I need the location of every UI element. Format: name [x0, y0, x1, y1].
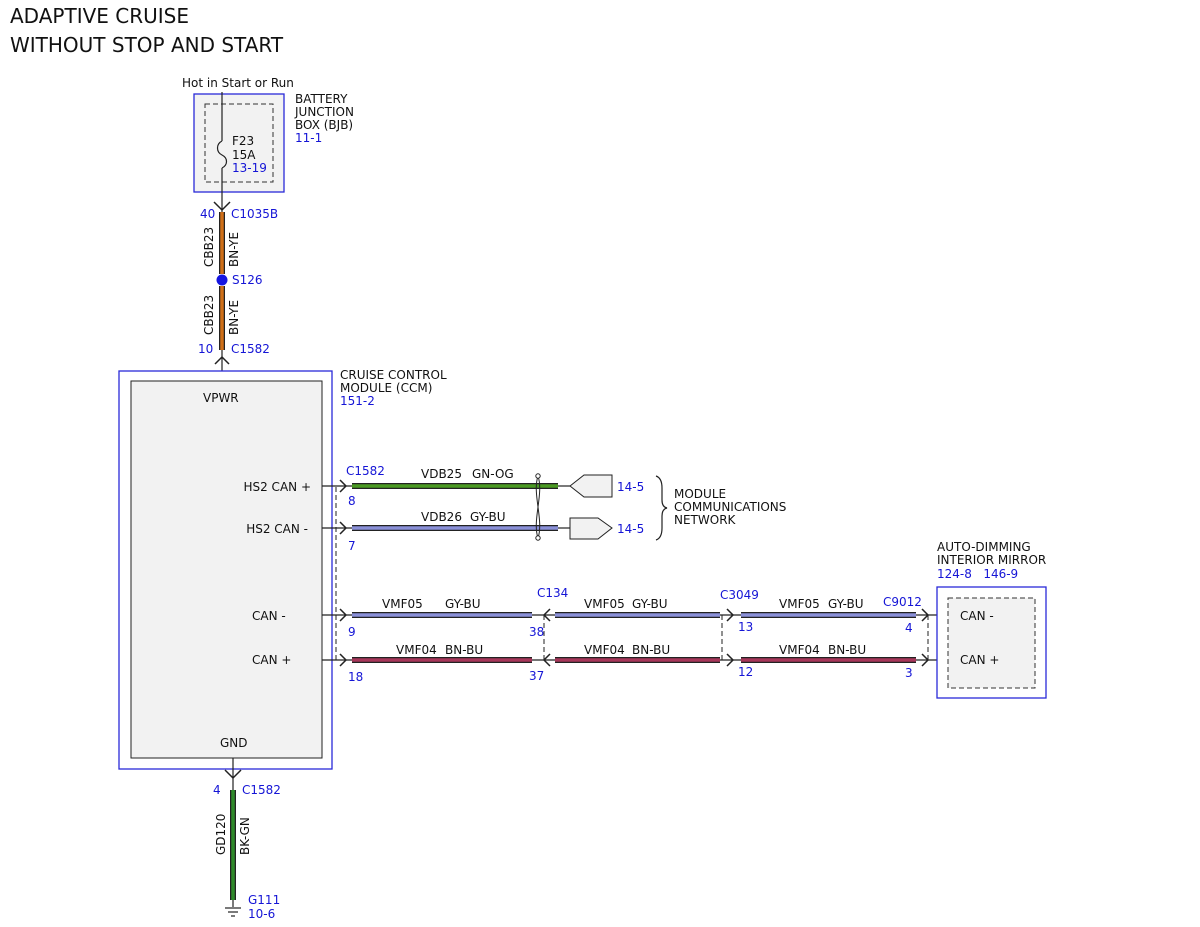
ccm-name: CRUISE CONTROL MODULE (CCM): [340, 368, 450, 395]
can-plus-c3049-connector-icon: [726, 653, 735, 667]
mirror-refs[interactable]: 124-8 146-9: [937, 567, 1018, 581]
hs2-minus-ref[interactable]: 14-5: [617, 522, 644, 536]
c1582-power-pin: 10: [198, 342, 213, 356]
wire-vmf04-seg1-color: BN-BU: [445, 643, 483, 657]
wire-vmf04-seg2-circuit: VMF04: [584, 643, 625, 657]
can-plus-pin-c134: 37: [529, 669, 544, 683]
hot-in-start-run-label: Hot in Start or Run: [182, 76, 294, 90]
mirror-pin-can-plus: CAN +: [960, 653, 999, 667]
wire-vdb25-circuit: VDB25: [421, 467, 462, 481]
c134-label[interactable]: C134: [537, 586, 568, 600]
wire-vmf05-seg3-circuit: VMF05: [779, 597, 820, 611]
wire-vmf04-seg3-color: BN-BU: [828, 643, 866, 657]
can-plus-ccm-connector-icon: [339, 653, 348, 667]
hs2-plus-ref[interactable]: 14-5: [617, 480, 644, 494]
wire-cbb23-upper-circuit: CBB23: [202, 227, 216, 267]
can-minus-pin-c9012: 4: [905, 621, 913, 635]
wire-vmf04-seg1-circuit: VMF04: [396, 643, 437, 657]
c1035b-pin: 40: [200, 207, 215, 221]
ccm-pin-gnd: GND: [220, 736, 248, 750]
twisted-pair-end-top: [535, 473, 541, 479]
c1035b-label[interactable]: C1035B: [231, 207, 278, 221]
wire-vmf04-seg2-color: BN-BU: [632, 643, 670, 657]
wire-vmf05-seg2-color: GY-BU: [632, 597, 668, 611]
bjb-name: BATTERY JUNCTION BOX (BJB): [294, 92, 358, 132]
c1582-power-connector-icon: [214, 355, 230, 365]
bjb-outline[interactable]: [193, 93, 285, 193]
wire-vdb26-circuit: VDB26: [421, 510, 462, 524]
can-plus-pin-ccm: 18: [348, 670, 363, 684]
c1582-gnd-pin: 4: [213, 783, 221, 797]
mirror-pin-can-minus: CAN -: [960, 609, 994, 623]
wire-cbb23-upper-color: BN-YE: [227, 232, 241, 267]
twisted-pair-end-bottom: [535, 535, 541, 541]
hs2-minus-connector-icon: [339, 521, 348, 535]
network-brace-icon: [655, 475, 668, 541]
wire-vdb26-color: GY-BU: [470, 510, 506, 524]
fuse-ref[interactable]: 13-19: [232, 161, 267, 175]
ccm-pin-can-minus: CAN -: [252, 609, 286, 623]
wire-vmf05-seg1-circuit: VMF05: [382, 597, 423, 611]
fuse-amps: 15A: [232, 148, 256, 162]
wire-vdb25-color: GN-OG: [472, 467, 514, 481]
ccm-pin-hs2-can-plus: HS2 CAN +: [243, 480, 311, 494]
hs2-plus-pin: 8: [348, 494, 356, 508]
wire-vmf05-seg1-color: GY-BU: [445, 597, 481, 611]
wire-gd120-circuit: GD120: [214, 814, 228, 855]
hs2-plus-connector-icon: [339, 479, 348, 493]
fuse-id: F23: [232, 134, 254, 148]
ccm-ref[interactable]: 151-2: [340, 394, 375, 408]
c1582-gnd-connector-icon: [224, 769, 242, 780]
hs2-minus-pin: 7: [348, 539, 356, 553]
splice-s126-label[interactable]: S126: [232, 273, 263, 287]
ccm-pin-can-plus: CAN +: [252, 653, 291, 667]
wire-gd120-color: BK-GN: [238, 817, 252, 855]
title-line-1: ADAPTIVE CRUISE: [10, 4, 189, 28]
diagram-title: ADAPTIVE CRUISE WITHOUT STOP AND START: [10, 2, 283, 60]
ccm-body: [130, 380, 323, 759]
twisted-pair-icon: [535, 475, 541, 539]
network-label: MODULE COMMUNICATIONS NETWORK: [674, 487, 790, 527]
c1582-gnd-label[interactable]: C1582: [242, 783, 281, 797]
c9012-label[interactable]: C9012: [883, 595, 922, 609]
can-plus-pin-c3049: 12: [738, 665, 753, 679]
fuse-symbol-icon: [216, 140, 228, 169]
mirror-inner-outline: [947, 597, 1036, 689]
c1582-power-label[interactable]: C1582: [231, 342, 270, 356]
wire-cbb23-lower-circuit: CBB23: [202, 295, 216, 335]
wire-vmf04-seg3-circuit: VMF04: [779, 643, 820, 657]
ccm-pin-vpwr: VPWR: [203, 391, 239, 405]
bjb-inner-outline: [204, 103, 274, 183]
can-plus-pin-c9012: 3: [905, 666, 913, 680]
ground-point-label[interactable]: G111: [248, 893, 280, 907]
ground-ref[interactable]: 10-6: [248, 907, 275, 921]
wire-vmf05-seg2-circuit: VMF05: [584, 597, 625, 611]
c1035b-connector-icon: [213, 201, 231, 212]
hs2-plus-offpage-arrow[interactable]: [569, 474, 613, 498]
c1582-hs2-label[interactable]: C1582: [346, 464, 385, 478]
wire-vmf05-seg3-color: GY-BU: [828, 597, 864, 611]
can-minus-pin-c134: 38: [529, 625, 544, 639]
splice-s126-dot[interactable]: [216, 274, 228, 286]
can-minus-pin-ccm: 9: [348, 625, 356, 639]
bjb-ref[interactable]: 11-1: [295, 131, 322, 145]
can-minus-c3049-connector-icon: [726, 608, 735, 622]
hs2-minus-offpage-arrow[interactable]: [569, 517, 613, 540]
wire-cbb23-lower-color: BN-YE: [227, 300, 241, 335]
can-minus-pin-c3049: 13: [738, 620, 753, 634]
ccm-pin-hs2-can-minus: HS2 CAN -: [246, 522, 308, 536]
ground-symbol-icon: [225, 907, 241, 917]
can-minus-ccm-connector-icon: [339, 608, 348, 622]
c3049-label[interactable]: C3049: [720, 588, 759, 602]
title-line-2: WITHOUT STOP AND START: [10, 33, 284, 57]
mirror-name: AUTO-DIMMING INTERIOR MIRROR: [937, 540, 1046, 567]
